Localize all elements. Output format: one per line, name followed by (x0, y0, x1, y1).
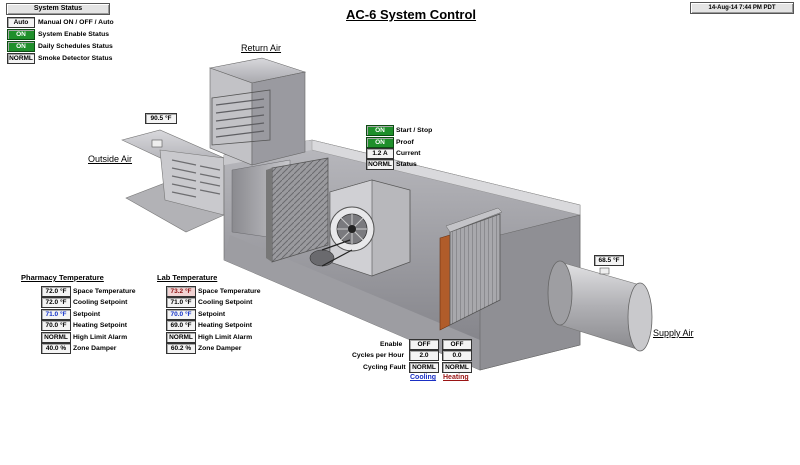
fan-start-stop-label: Start / Stop (396, 127, 433, 134)
fan-status-label: Status (396, 161, 417, 168)
lab-heating-setpoint-label: Heating Setpoint (198, 322, 252, 329)
lab-space-temp-value: 73.2 °F (166, 286, 196, 297)
cooling-fault-value: NORML (409, 362, 439, 373)
coil-cycles-label: Cycles per Hour (352, 352, 405, 359)
cooling-link[interactable]: Cooling (410, 374, 437, 381)
pharmacy-setpoint-label: Setpoint (73, 311, 101, 318)
pharmacy-space-temp-label: Space Temperature (73, 288, 136, 295)
outside-air-temp-value: 90.5 °F (145, 113, 177, 124)
datetime-display: 14-Aug-14 7:44 PM PDT (690, 2, 794, 14)
return-air-label: Return Air (241, 43, 282, 53)
pharmacy-setpoint-value[interactable]: 71.0 °F (41, 309, 71, 320)
pharmacy-heading: Pharmacy Temperature (21, 273, 104, 282)
fan-start-stop-value[interactable]: ON (366, 125, 394, 136)
pharmacy-zone-damper-label: Zone Damper (73, 345, 117, 352)
lab-cooling-setpoint-label: Cooling Setpoint (198, 299, 253, 306)
smoke-detector-label: Smoke Detector Status (38, 55, 113, 62)
pharmacy-cooling-setpoint-label: Cooling Setpoint (73, 299, 128, 306)
outside-air-hood (121, 129, 225, 233)
system-status-button[interactable]: System Status (6, 3, 110, 15)
heating-cycles-value: 0.0 (442, 350, 472, 361)
return-air-shaft (208, 57, 307, 166)
manual-mode-label: Manual ON / OFF / Auto (38, 19, 114, 26)
daily-schedules-label: Daily Schedules Status (38, 43, 113, 50)
cooling-coil (445, 207, 503, 326)
heating-enable-value[interactable]: OFF (442, 339, 472, 350)
smoke-detector-value: NORML (7, 53, 35, 64)
cooling-enable-value[interactable]: OFF (409, 339, 439, 350)
fan-status-value: NORML (366, 159, 394, 170)
fan-current-value: 1.2 A (366, 148, 394, 159)
lab-high-limit-alarm-value: NORML (166, 332, 196, 343)
fan-proof-value: ON (366, 137, 394, 148)
supply-air-label: Supply Air (653, 328, 694, 338)
filter-bank (266, 157, 329, 263)
supply-air-temp-value: 68.5 °F (594, 255, 624, 266)
lab-setpoint-value[interactable]: 70.0 °F (166, 309, 196, 320)
system-enable-label: System Enable Status (38, 31, 110, 38)
pharmacy-high-limit-alarm-label: High Limit Alarm (73, 334, 128, 341)
lab-heating-setpoint-value[interactable]: 69.0 °F (166, 320, 196, 331)
lab-space-temp-label: Space Temperature (198, 288, 261, 295)
pharmacy-space-temp-value: 72.0 °F (41, 286, 71, 297)
pharmacy-high-limit-alarm-value: NORML (41, 332, 71, 343)
pharmacy-zone-damper-value: 40.0 % (41, 343, 71, 354)
lab-zone-damper-value: 60.2 % (166, 343, 196, 354)
heating-link[interactable]: Heating (443, 374, 469, 381)
daily-schedules-value: ON (7, 41, 35, 52)
supply-fan (309, 179, 411, 277)
lab-setpoint-label: Setpoint (198, 311, 226, 318)
lab-high-limit-alarm-label: High Limit Alarm (198, 334, 253, 341)
pharmacy-heating-setpoint-label: Heating Setpoint (73, 322, 127, 329)
fan-proof-label: Proof (396, 139, 414, 146)
heating-fault-value: NORML (442, 362, 472, 373)
lab-heading: Lab Temperature (157, 273, 218, 282)
lab-zone-damper-label: Zone Damper (198, 345, 242, 352)
fan-current-label: Current (396, 150, 421, 157)
outside-air-label: Outside Air (88, 154, 133, 164)
page-title: AC-6 System Control (346, 7, 477, 22)
supply-air-duct (547, 260, 653, 352)
lab-cooling-setpoint-value[interactable]: 71.0 °F (166, 297, 196, 308)
manual-mode-value[interactable]: Auto (7, 17, 35, 28)
system-enable-value: ON (7, 29, 35, 40)
pharmacy-cooling-setpoint-value[interactable]: 72.0 °F (41, 297, 71, 308)
coil-enable-label: Enable (380, 341, 403, 348)
heating-coil (439, 234, 451, 331)
cooling-cycles-value: 2.0 (409, 350, 439, 361)
coil-cycling-fault-label: Cycling Fault (363, 364, 406, 371)
pharmacy-heating-setpoint-value[interactable]: 70.0 °F (41, 320, 71, 331)
